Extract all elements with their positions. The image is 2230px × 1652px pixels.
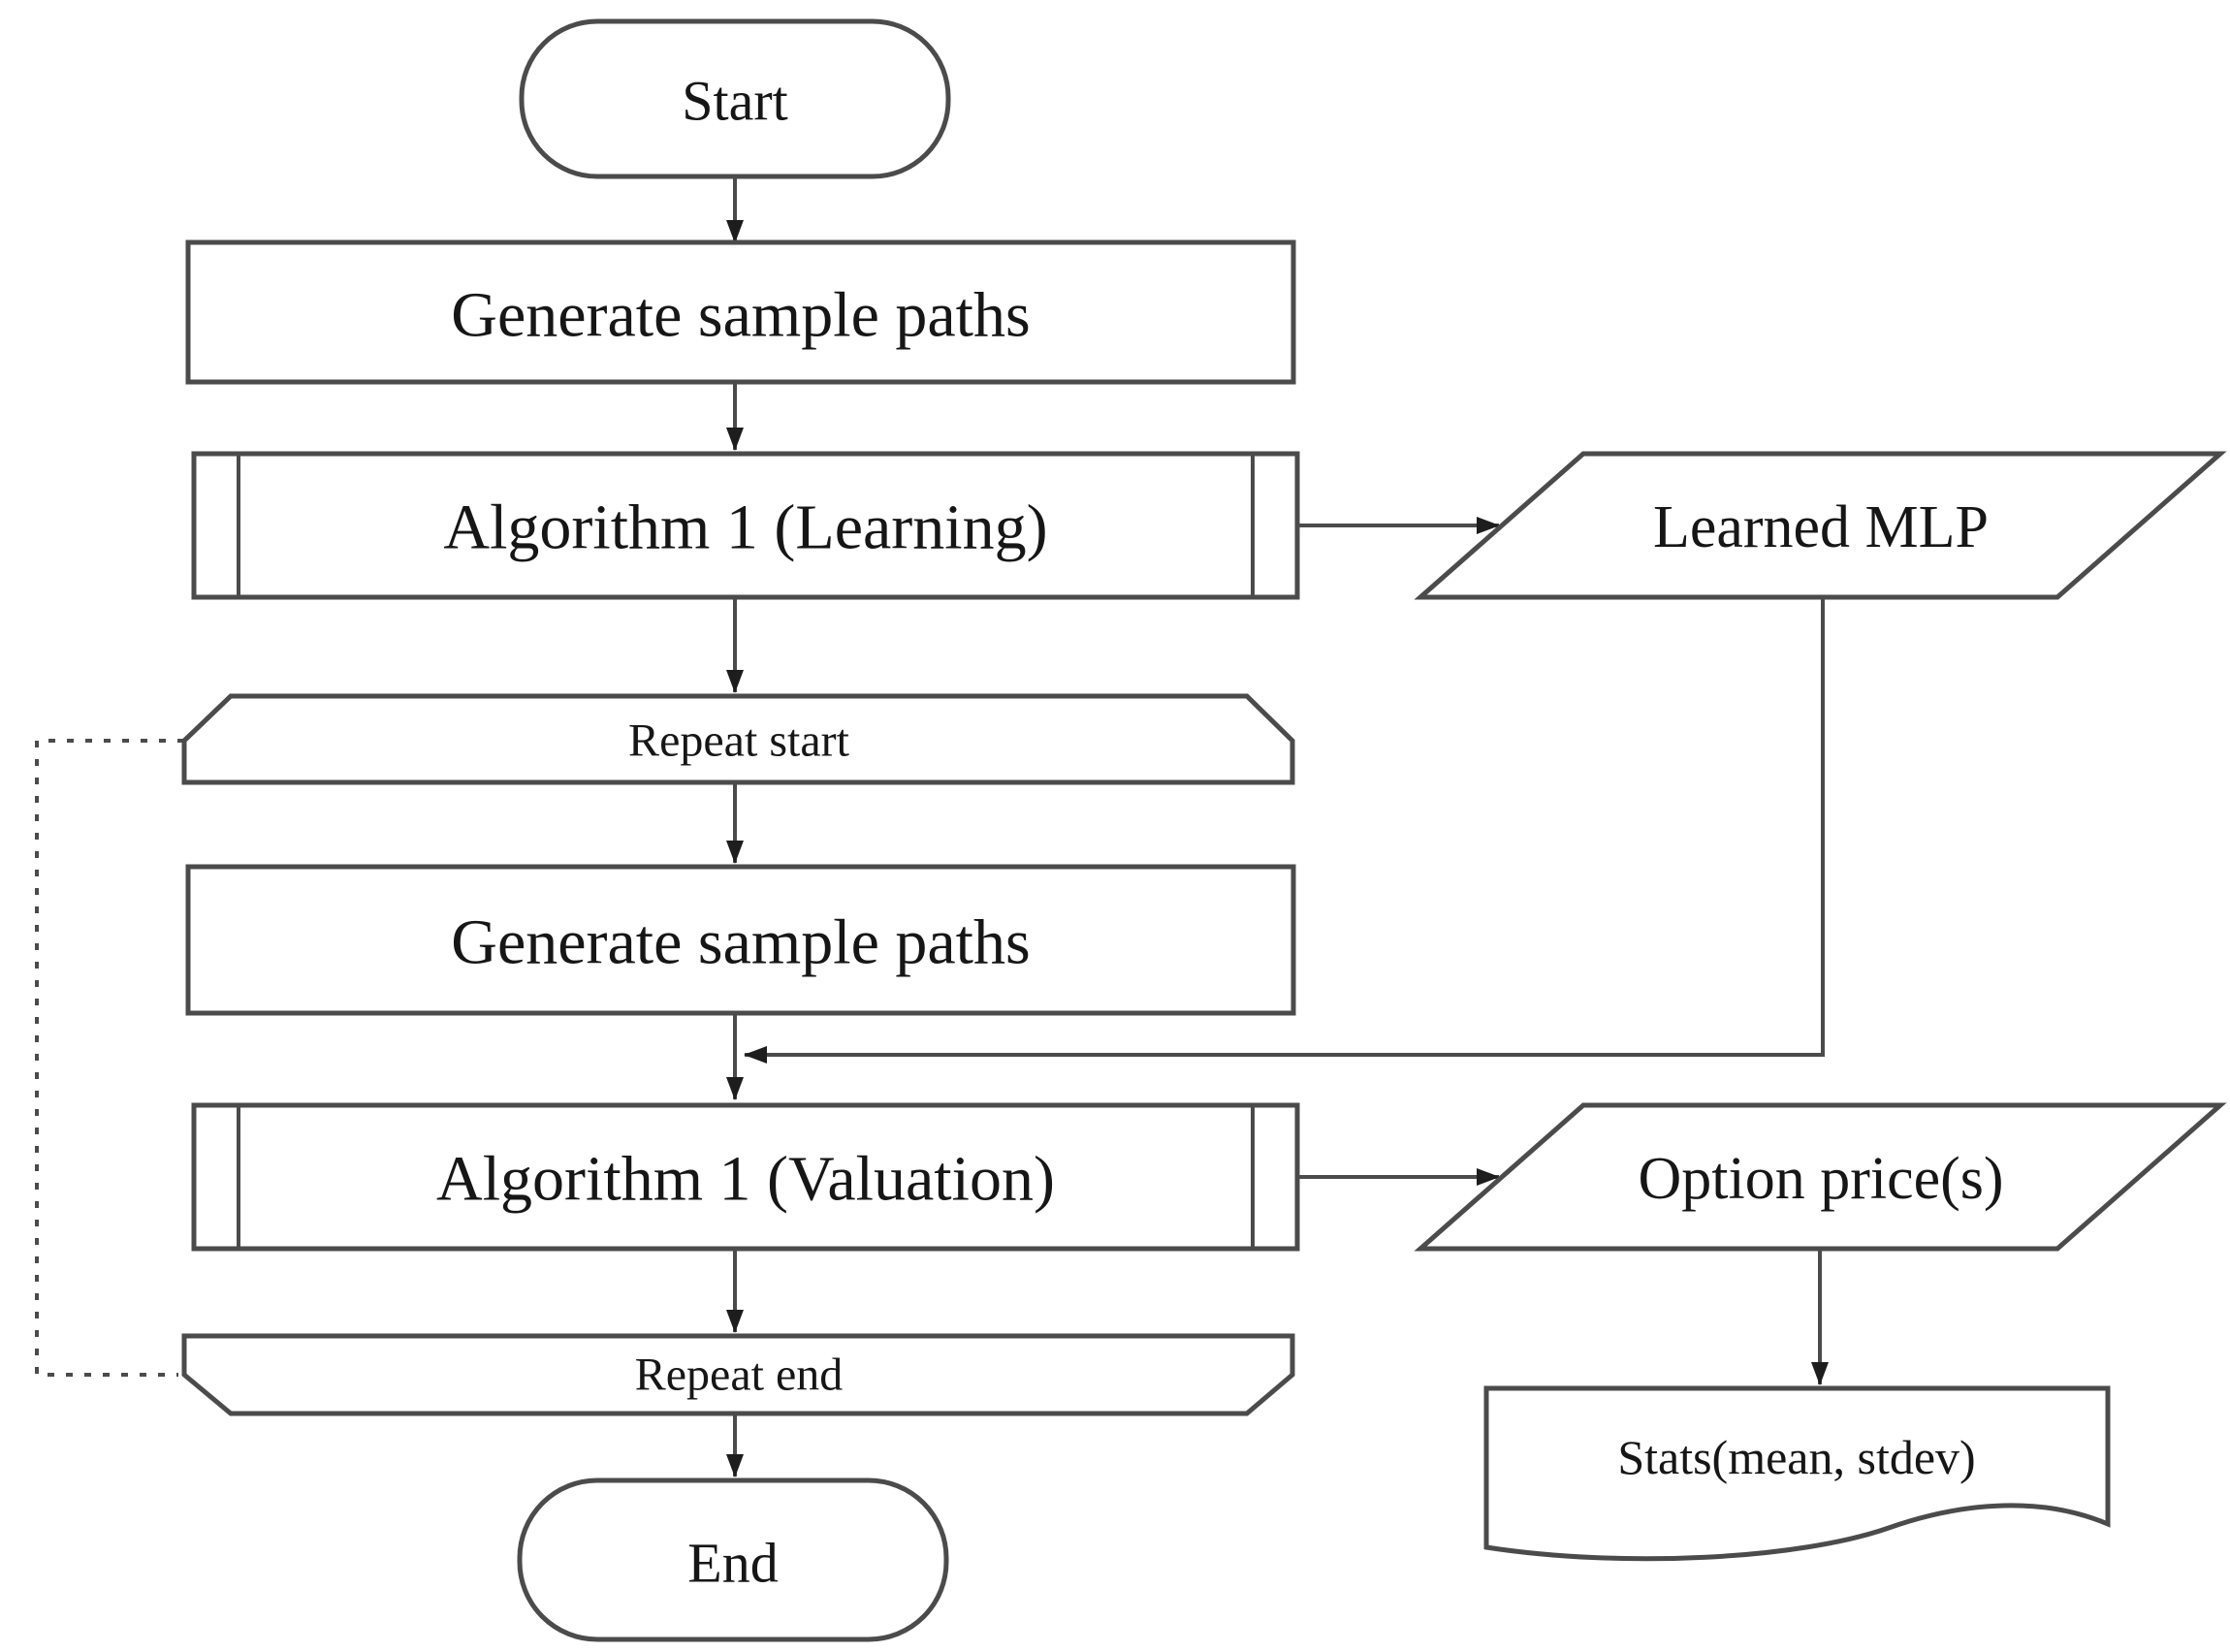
predefined-process-shape bbox=[191, 1102, 1300, 1252]
edge-repeat-loop-dashed bbox=[35, 739, 184, 1377]
repeat-end-label: Repeat end bbox=[635, 1350, 844, 1401]
start-label: Start bbox=[682, 70, 788, 133]
node-repeat-end: Repeat end bbox=[181, 1333, 1295, 1416]
end-label: End bbox=[687, 1532, 778, 1595]
process-shape bbox=[185, 864, 1296, 1016]
loop-limit-start-shape bbox=[181, 693, 1295, 785]
node-repeat-start: Repeat start bbox=[181, 693, 1295, 785]
data-parallelogram-shape bbox=[1414, 1102, 2227, 1252]
generate-sample-paths-2-label: Generate sample paths bbox=[451, 907, 1030, 978]
node-stats: Stats(mean, stdev) bbox=[1483, 1385, 2111, 1562]
node-generate-sample-paths-1: Generate sample paths bbox=[185, 239, 1296, 385]
node-end: End bbox=[517, 1477, 949, 1642]
option-prices-label: Option price(s) bbox=[1638, 1146, 2003, 1212]
node-generate-sample-paths-2: Generate sample paths bbox=[185, 864, 1296, 1016]
learned-mlp-label: Learned MLP bbox=[1653, 494, 1989, 560]
stats-label: Stats(mean, stdev) bbox=[1617, 1430, 1975, 1484]
loop-limit-end-shape bbox=[181, 1333, 1295, 1416]
start-terminator-shape bbox=[519, 18, 951, 179]
generate-sample-paths-1-label: Generate sample paths bbox=[451, 280, 1030, 351]
predefined-process-shape bbox=[191, 451, 1300, 600]
node-algorithm-1-learning: Algorithm 1 (Learning) bbox=[191, 451, 1300, 600]
node-learned-mlp: Learned MLP bbox=[1414, 451, 2227, 600]
algorithm-1-valuation-label: Algorithm 1 (Valuation) bbox=[436, 1144, 1055, 1215]
node-algorithm-1-valuation: Algorithm 1 (Valuation) bbox=[191, 1102, 1300, 1252]
node-option-prices: Option price(s) bbox=[1414, 1102, 2227, 1252]
process-shape bbox=[185, 239, 1296, 385]
repeat-start-label: Repeat start bbox=[628, 715, 850, 767]
end-terminator-shape bbox=[517, 1477, 949, 1642]
data-parallelogram-shape bbox=[1414, 451, 2227, 600]
edge-mlp-to-valuation-merge bbox=[744, 597, 1825, 1064]
edges bbox=[35, 176, 1829, 1477]
node-start: Start bbox=[519, 18, 951, 179]
document-shape bbox=[1483, 1385, 2111, 1562]
algorithm-1-learning-label: Algorithm 1 (Learning) bbox=[443, 492, 1047, 563]
